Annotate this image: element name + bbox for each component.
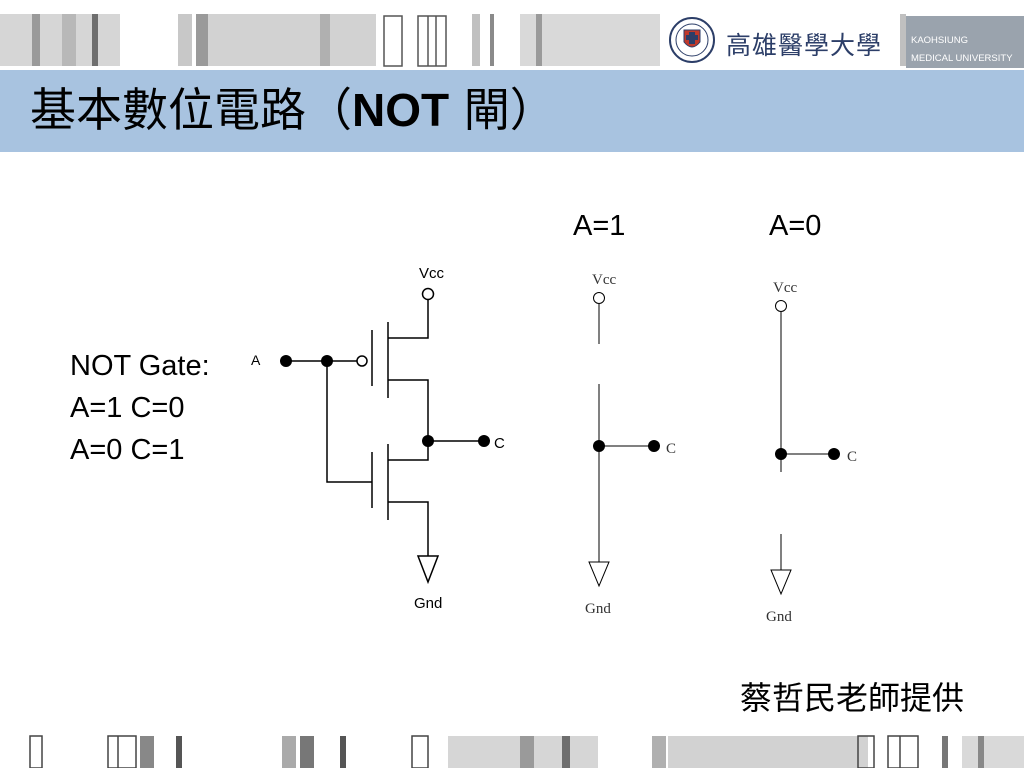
a0-ground-symbol (770, 569, 792, 596)
a1-ground-symbol (588, 561, 610, 588)
university-name-english-line1: KAOHSIUNG (911, 35, 969, 46)
main-gnd-label: Gnd (414, 595, 442, 612)
footer-stripe-band (29, 735, 1024, 768)
a0-output-node (828, 448, 840, 460)
case-a1-schematic (588, 292, 654, 588)
slide-title-end: 閘） (449, 83, 556, 137)
main-vcc-wire (388, 300, 429, 339)
input-junction (321, 355, 333, 367)
header-stripe-band (0, 14, 906, 67)
a0-output-junction (775, 448, 787, 460)
pmos-gate-bubble (356, 355, 368, 367)
a1-vcc-label: Vcc (592, 272, 616, 288)
output-junction (422, 435, 434, 447)
case-a0-schematic (770, 300, 834, 596)
cmos-inverter-schematic (286, 287, 484, 585)
a1-output-node (648, 440, 660, 452)
main-output-label: C (494, 435, 505, 452)
a1-output-junction (593, 440, 605, 452)
a1-gnd-label: Gnd (585, 601, 611, 617)
slide-title-latin: NOT (352, 84, 450, 136)
output-node-c (478, 435, 490, 447)
truth-row-a1: A=1 C=0 (70, 392, 185, 424)
truth-row-a0: A=0 C=1 (70, 434, 185, 466)
slide-title-chinese: 基本數位電路（ (30, 83, 352, 137)
credit-text: 蔡哲民老師提供 (740, 679, 965, 717)
a1-output-label: C (666, 441, 676, 457)
a0-gnd-label: Gnd (766, 609, 792, 625)
pmos-drain-wire (388, 379, 429, 461)
a0-output-label: C (847, 449, 857, 465)
main-ground-symbol (416, 555, 440, 585)
a0-vcc-terminal (775, 300, 787, 312)
a0-vcc-label: Vcc (773, 280, 797, 296)
main-vcc-label: Vcc (419, 265, 445, 282)
university-name-chinese: 高雄醫學大學 (726, 31, 883, 60)
column-label-a1: A=1 (573, 210, 626, 242)
nmos-source-wire (388, 501, 429, 556)
slide-title: 基本數位電路（NOT 閘） (30, 78, 556, 142)
main-input-label: A (251, 352, 261, 368)
input-node-a (280, 355, 292, 367)
university-name-english-box (906, 16, 1024, 68)
column-label-a0: A=0 (769, 210, 822, 242)
university-name-english-line2: MEDICAL UNIVERSITY (911, 53, 1013, 64)
not-gate-heading: NOT Gate: (70, 350, 210, 382)
a1-vcc-terminal (593, 292, 605, 304)
main-vcc-terminal (421, 287, 435, 301)
university-seal-icon (669, 17, 715, 63)
input-to-nmos-wire (326, 361, 372, 483)
title-bar (0, 70, 1024, 152)
